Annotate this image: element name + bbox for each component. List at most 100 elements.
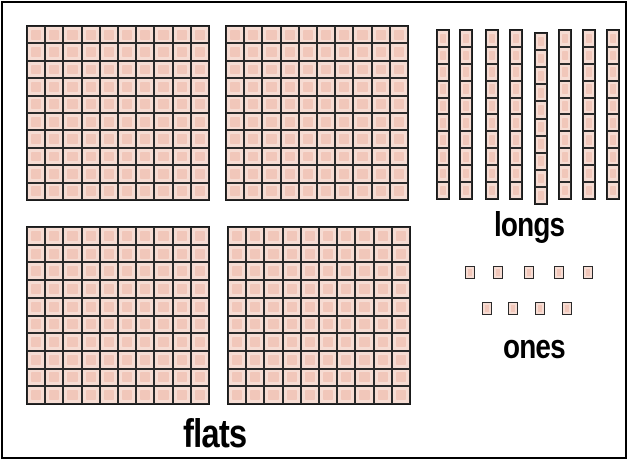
unit-cell bbox=[27, 183, 45, 200]
unit-cell bbox=[390, 165, 408, 182]
unit-cell bbox=[353, 148, 371, 165]
unit-cell bbox=[154, 26, 172, 43]
unit-cell bbox=[317, 148, 335, 165]
unit-cell bbox=[27, 165, 45, 182]
unit-cell bbox=[136, 130, 154, 147]
unit-cell bbox=[154, 298, 172, 316]
unit-cell bbox=[82, 316, 100, 334]
unit-cell bbox=[510, 30, 522, 47]
unit-cell bbox=[460, 81, 472, 98]
unit-cell bbox=[136, 280, 154, 298]
unit-cell bbox=[335, 113, 353, 130]
unit-cell bbox=[337, 262, 355, 280]
unit-cell bbox=[226, 148, 244, 165]
unit-cell bbox=[262, 26, 280, 43]
unit-cell bbox=[353, 78, 371, 95]
unit-cell bbox=[583, 114, 595, 131]
unit-cell bbox=[607, 47, 619, 64]
unit-cell bbox=[372, 78, 390, 95]
unit-cell bbox=[374, 333, 392, 351]
unit-cell bbox=[136, 148, 154, 165]
unit-cell bbox=[319, 351, 337, 369]
unit-cell bbox=[118, 165, 136, 182]
unit-cell bbox=[82, 61, 100, 78]
unit-cell bbox=[136, 113, 154, 130]
unit-cell bbox=[337, 351, 355, 369]
unit-cell bbox=[319, 386, 337, 404]
unit-cell bbox=[353, 26, 371, 43]
unit-cell bbox=[486, 64, 498, 81]
unit-cell bbox=[136, 61, 154, 78]
unit-cell bbox=[154, 43, 172, 60]
unit-cell bbox=[154, 61, 172, 78]
unit-cell bbox=[559, 30, 571, 47]
flat-block-1 bbox=[26, 25, 210, 201]
unit-cell bbox=[100, 78, 118, 95]
unit-cell bbox=[173, 148, 191, 165]
unit-cell bbox=[244, 96, 262, 113]
unit-cell bbox=[82, 113, 100, 130]
unit-cell bbox=[154, 130, 172, 147]
unit-cell bbox=[583, 64, 595, 81]
unit-cell bbox=[246, 386, 264, 404]
unit-cell bbox=[460, 30, 472, 47]
unit-cell bbox=[372, 43, 390, 60]
unit-cell bbox=[45, 245, 63, 263]
unit-cell bbox=[173, 280, 191, 298]
unit-cell bbox=[319, 280, 337, 298]
unit-cell bbox=[337, 369, 355, 387]
unit-cell bbox=[228, 262, 246, 280]
unit-cell bbox=[535, 119, 547, 136]
unit-cell bbox=[82, 280, 100, 298]
unit-cell bbox=[299, 96, 317, 113]
unit-cell bbox=[335, 183, 353, 200]
unit-cell bbox=[226, 165, 244, 182]
unit-cell bbox=[281, 148, 299, 165]
unit-cell bbox=[301, 298, 319, 316]
unit-cell bbox=[283, 386, 301, 404]
unit-cell bbox=[335, 61, 353, 78]
unit-cell bbox=[301, 369, 319, 387]
unit-cell bbox=[27, 148, 45, 165]
unit-cell bbox=[374, 351, 392, 369]
unit-cell bbox=[607, 182, 619, 199]
unit-cell bbox=[118, 43, 136, 60]
unit-cell bbox=[191, 148, 209, 165]
unit-cell bbox=[244, 78, 262, 95]
unit-cell bbox=[583, 47, 595, 64]
unit-cell bbox=[335, 165, 353, 182]
unit-cell bbox=[100, 316, 118, 334]
unit-cell bbox=[246, 316, 264, 334]
unit-cell bbox=[355, 351, 373, 369]
long-block-2 bbox=[459, 29, 473, 200]
unit-cell bbox=[45, 386, 63, 404]
unit-cell bbox=[559, 131, 571, 148]
unit-cell bbox=[63, 96, 81, 113]
unit-cell bbox=[372, 96, 390, 113]
unit-cell bbox=[246, 333, 264, 351]
unit-cell bbox=[317, 26, 335, 43]
unit-cell bbox=[262, 78, 280, 95]
unit-cell bbox=[63, 43, 81, 60]
unit-cell bbox=[390, 78, 408, 95]
unit-cell bbox=[283, 369, 301, 387]
unit-cell bbox=[486, 30, 498, 47]
unit-cell bbox=[173, 61, 191, 78]
unit-cell bbox=[583, 30, 595, 47]
unit-cell bbox=[392, 316, 410, 334]
unit-cell bbox=[355, 298, 373, 316]
long-block-4 bbox=[509, 29, 523, 200]
unit-cell bbox=[63, 61, 81, 78]
unit-cell bbox=[82, 130, 100, 147]
unit-cell bbox=[301, 351, 319, 369]
unit-cell bbox=[173, 78, 191, 95]
unit-cell bbox=[607, 98, 619, 115]
flat-block-2 bbox=[225, 25, 409, 201]
unit-cell bbox=[82, 351, 100, 369]
unit-cell bbox=[437, 182, 449, 199]
unit-cell bbox=[244, 165, 262, 182]
unit-cell bbox=[392, 351, 410, 369]
unit-cell bbox=[154, 227, 172, 245]
unit-cell bbox=[335, 26, 353, 43]
unit-cell bbox=[486, 81, 498, 98]
